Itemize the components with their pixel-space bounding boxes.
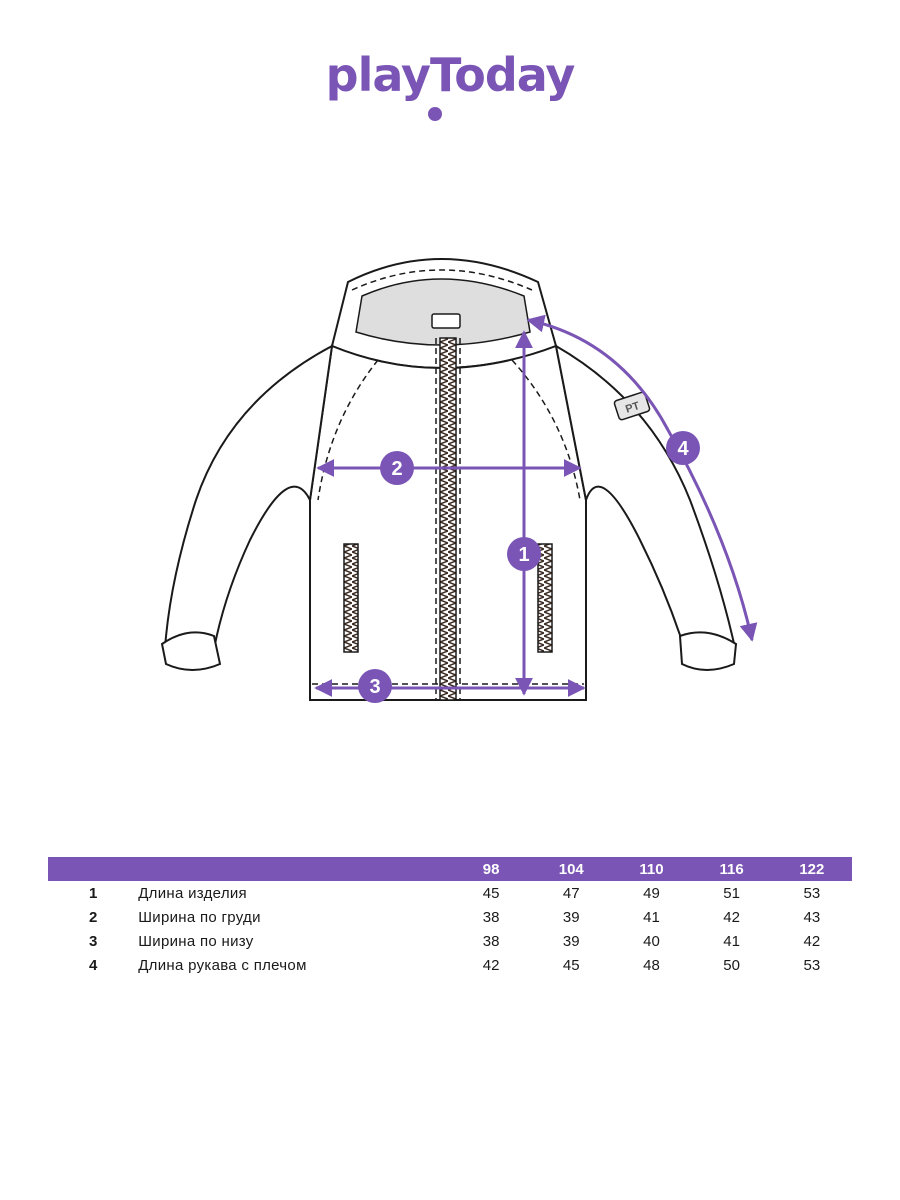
marker-2: 2 (380, 451, 414, 485)
size-header: 104 (558, 860, 584, 878)
measurement-value: 47 (562, 884, 580, 902)
measure-line-4 (526, 314, 758, 642)
table-row: 1 Длина изделия 45 47 49 51 53 (48, 881, 852, 905)
hood-lining (355, 278, 531, 346)
measurement-value: 41 (643, 908, 660, 926)
measurement-value: 38 (482, 908, 500, 926)
marker-1: 1 (507, 537, 541, 571)
header-spacer (48, 857, 138, 881)
svg-text:3: 3 (369, 676, 380, 698)
measurement-value: 50 (723, 956, 740, 974)
measurement-value: 53 (803, 884, 821, 902)
measurement-value: 40 (643, 932, 660, 950)
size-header-row: 98 104 110 116 122 (48, 857, 852, 881)
size-header: 98 (482, 860, 500, 878)
measurement-value: 39 (562, 908, 580, 926)
measurement-value: 48 (643, 956, 660, 974)
measurement-value: 41 (723, 932, 740, 950)
right-pocket-zipper (537, 543, 553, 653)
marker-4: 4 (666, 431, 700, 465)
marker-3: 3 (358, 669, 392, 703)
row-number: 4 (88, 956, 98, 974)
measurement-value: 39 (562, 932, 580, 950)
measurement-value: 42 (803, 932, 821, 950)
front-zipper (439, 337, 457, 701)
brand-logo-dot (428, 107, 442, 121)
measurement-name: Длина рукава с плечом (138, 956, 307, 974)
row-number: 3 (88, 932, 98, 950)
left-pocket-zipper (343, 543, 359, 653)
size-header: 110 (639, 860, 664, 878)
row-number: 1 (88, 884, 98, 902)
table-row: 2 Ширина по груди 38 39 41 42 43 (48, 905, 852, 929)
size-header: 116 (719, 860, 744, 878)
measurement-value: 51 (723, 884, 740, 902)
size-header: 122 (799, 860, 825, 878)
measurement-value: 53 (803, 956, 821, 974)
measurement-value: 43 (803, 908, 821, 926)
left-sleeve (163, 344, 334, 662)
size-chart-table: 98 104 110 116 122 1 Длина изделия 45 47… (48, 857, 852, 977)
brand-logo: playToday (325, 48, 576, 102)
header-spacer (138, 857, 451, 881)
svg-text:1: 1 (518, 544, 529, 566)
row-number: 2 (88, 908, 98, 926)
left-cuff (160, 631, 222, 671)
measurement-value: 45 (562, 956, 580, 974)
measurement-value: 45 (482, 884, 500, 902)
table-row: 4 Длина рукава с плечом 42 45 48 50 53 (48, 953, 852, 977)
measurement-value: 38 (482, 932, 500, 950)
hood-label (431, 313, 461, 329)
measurement-name: Ширина по низу (138, 932, 254, 950)
measurement-value: 42 (723, 908, 740, 926)
svg-text:2: 2 (391, 458, 402, 480)
table-row: 3 Ширина по низу 38 39 40 41 42 (48, 929, 852, 953)
measurement-name: Ширина по груди (138, 908, 261, 926)
measurement-value: 49 (643, 884, 660, 902)
jacket-sketch: PT 1 2 3 4 (160, 258, 758, 703)
svg-text:4: 4 (677, 438, 689, 460)
measurement-value: 42 (482, 956, 500, 974)
measurement-name: Длина изделия (138, 884, 247, 902)
